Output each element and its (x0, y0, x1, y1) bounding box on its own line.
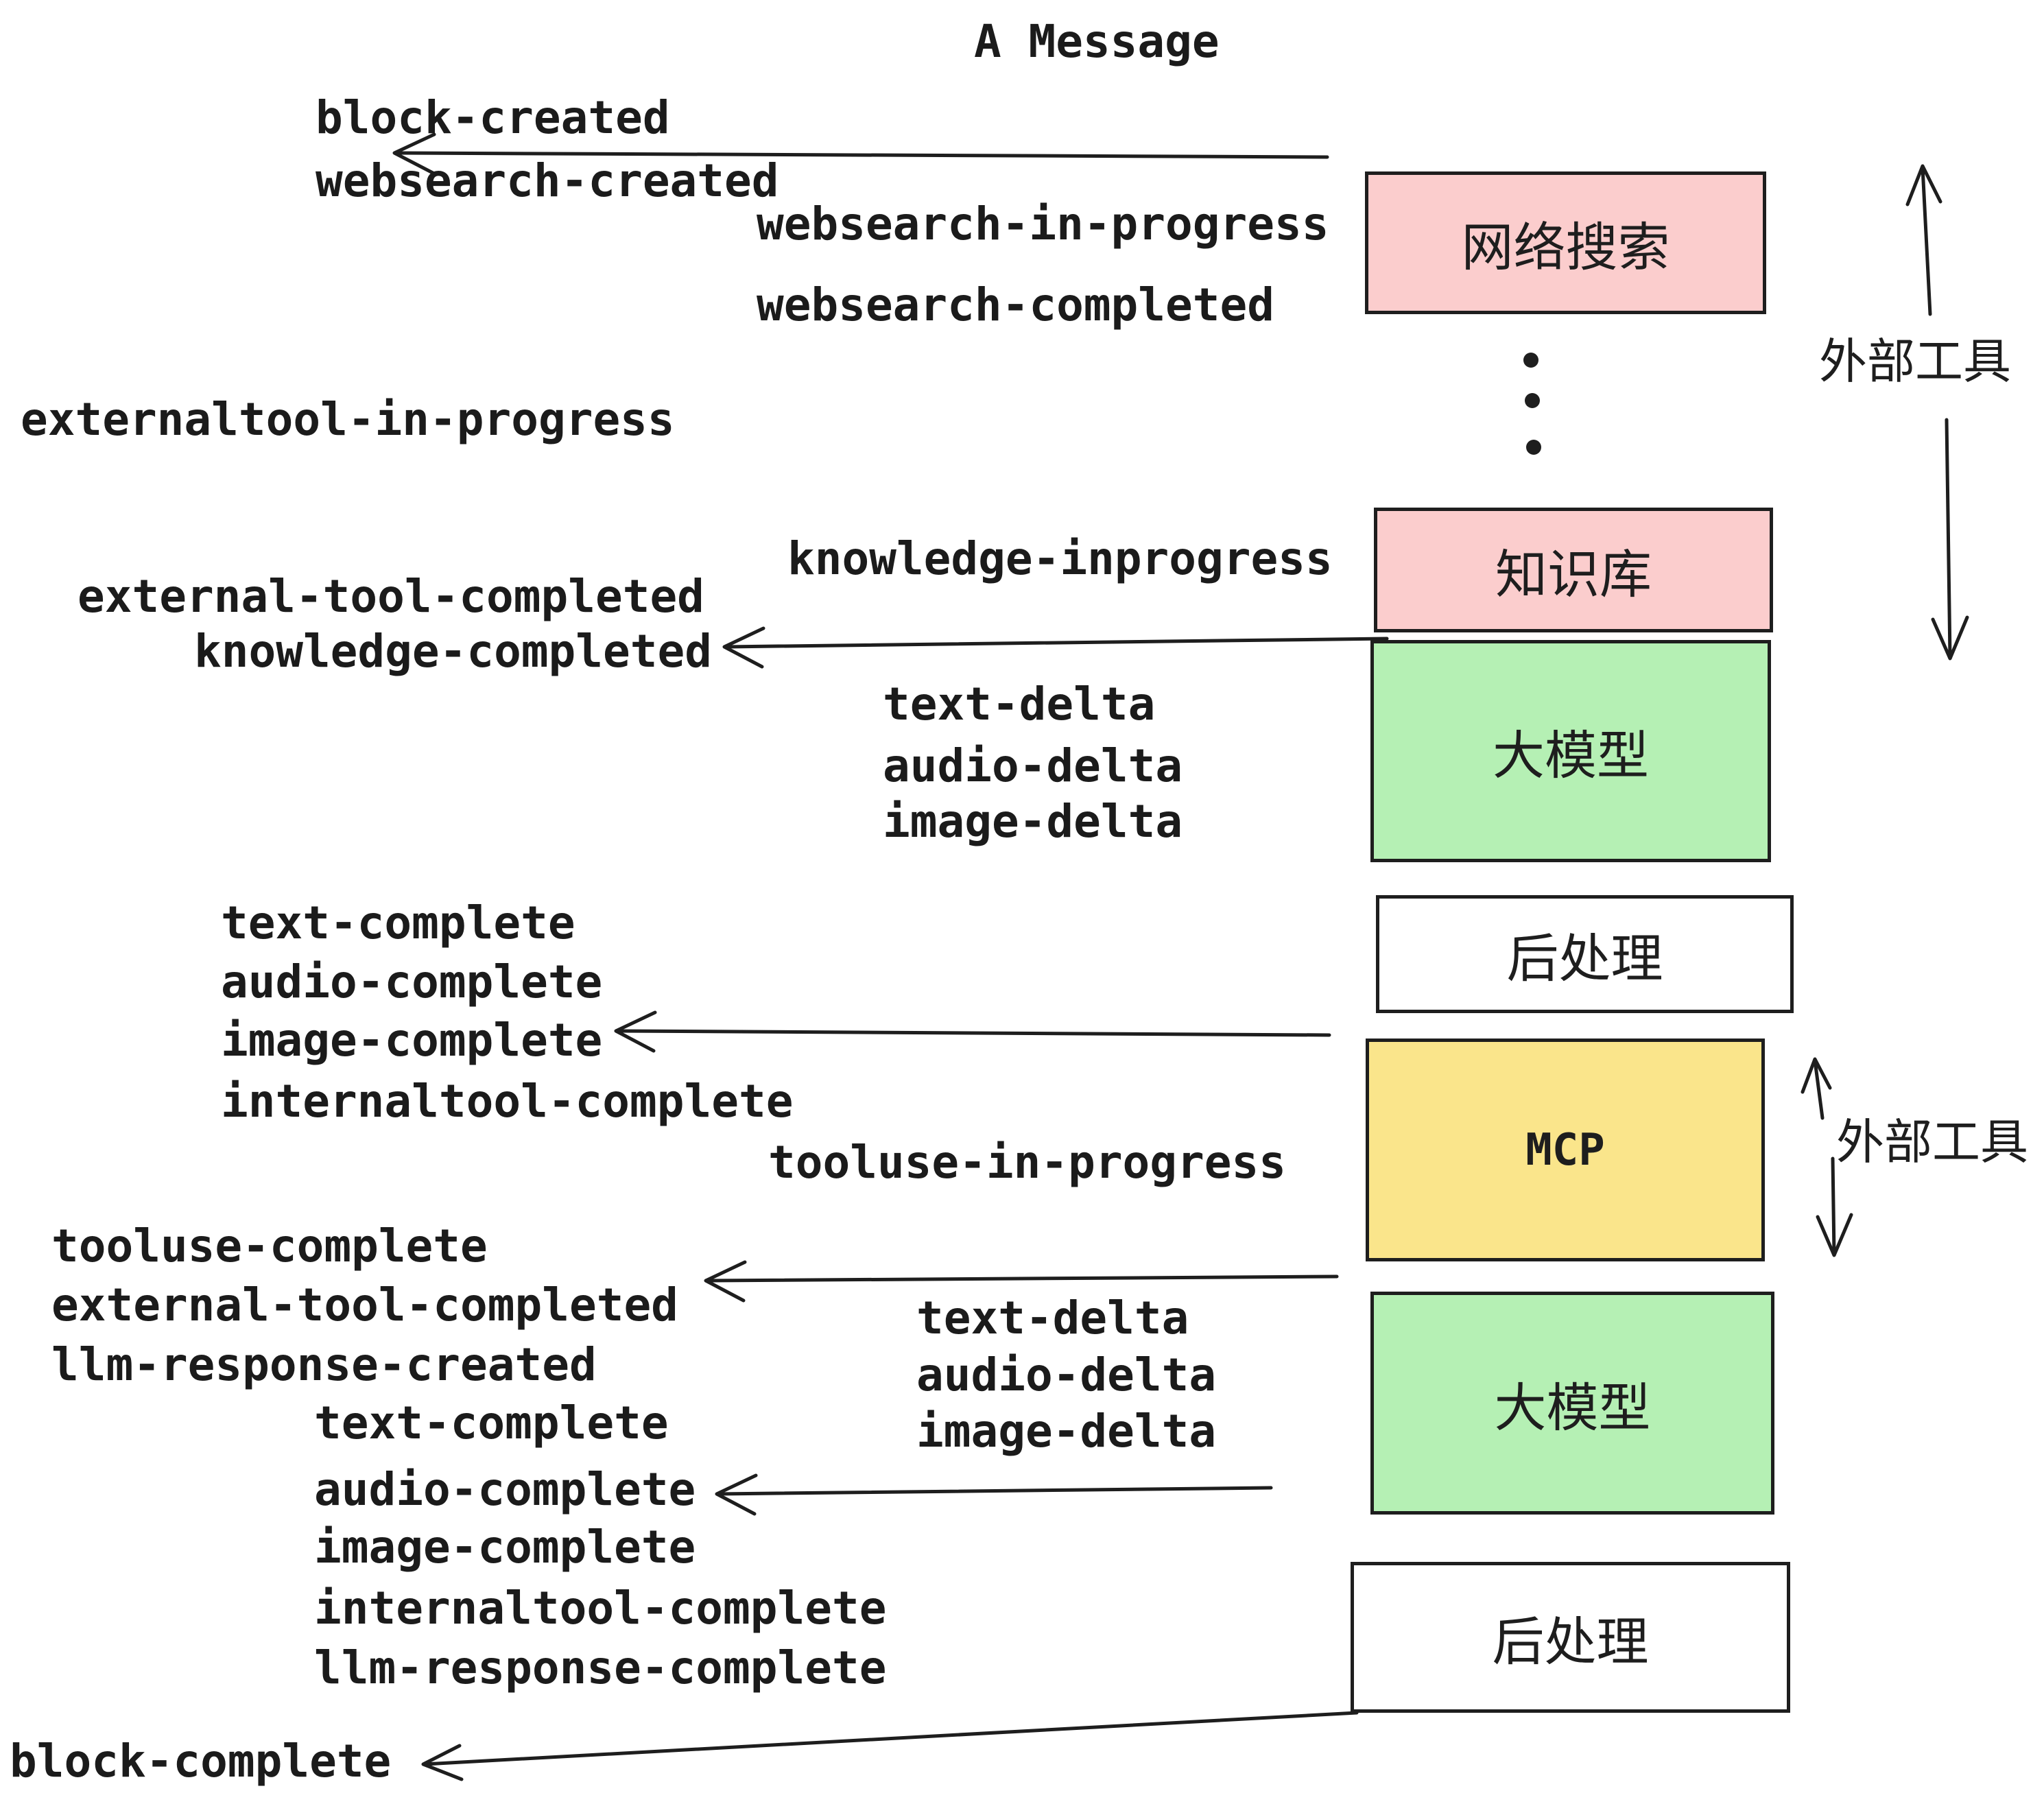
box-llm-2: 大模型 (1370, 1292, 1774, 1515)
event-knowledge-completed: knowledge-completed (194, 625, 712, 678)
arrow-knowledge-completed (722, 626, 1389, 669)
event-external-tool-completed-2: external-tool-completed (51, 1279, 678, 1331)
box-postprocess-1-label: 后处理 (1506, 928, 1663, 989)
box-websearch: 网络搜索 (1365, 171, 1766, 314)
event-text-delta-2: text-delta (916, 1292, 1189, 1344)
box-postprocess-2-label: 后处理 (1492, 1611, 1649, 1672)
event-llm-response-complete: llm-response-complete (314, 1641, 887, 1694)
external-tools-arrow-up-1 (1905, 164, 1942, 316)
arrow-llm-complete (715, 1473, 1273, 1516)
event-knowledge-inprogress: knowledge-inprogress (787, 532, 1333, 585)
event-websearch-completed: websearch-completed (757, 278, 1274, 331)
box-mcp-label: MCP (1525, 1124, 1605, 1176)
box-knowledge: 知识库 (1374, 508, 1773, 632)
external-tools-label-1: 外部工具 (1819, 333, 2011, 390)
ellipsis-dots (1523, 353, 1541, 455)
event-tooluse-in-progress: tooluse-in-progress (768, 1136, 1286, 1189)
event-text-delta-1: text-delta (883, 678, 1156, 731)
event-websearch-in-progress: websearch-in-progress (757, 198, 1329, 250)
arrow-internal-complete (614, 1010, 1331, 1053)
event-image-delta-2: image-delta (916, 1405, 1217, 1458)
event-audio-delta-1: audio-delta (883, 739, 1183, 792)
event-image-complete-1: image-complete (221, 1014, 603, 1067)
event-internaltool-complete-2: internaltool-complete (314, 1582, 887, 1635)
event-tooluse-complete: tooluse-complete (51, 1220, 488, 1272)
event-audio-delta-2: audio-delta (916, 1349, 1217, 1401)
event-external-tool-completed-1: external-tool-completed (78, 570, 704, 623)
box-llm-1: 大模型 (1370, 640, 1771, 862)
diagram-title: A Message (974, 15, 1220, 68)
box-postprocess-1: 后处理 (1376, 895, 1794, 1013)
external-tools-label-2: 外部工具 (1836, 1114, 2028, 1170)
arrow-block-complete (421, 1711, 1359, 1781)
event-websearch-created: websearch-created (316, 154, 779, 207)
event-text-complete-1: text-complete (221, 897, 575, 949)
box-mcp: MCP (1366, 1039, 1765, 1261)
box-llm-1-label: 大模型 (1493, 725, 1649, 786)
event-externaltool-in-progress: externaltool-in-progress (21, 393, 675, 446)
event-block-created: block-created (316, 91, 670, 144)
event-image-delta-1: image-delta (883, 795, 1183, 848)
external-tools-arrow-down-2 (1816, 1156, 1853, 1257)
event-llm-response-created: llm-response-created (51, 1338, 597, 1391)
event-audio-complete-1: audio-complete (221, 956, 603, 1008)
event-internaltool-complete-1: internaltool-complete (221, 1075, 794, 1128)
external-tools-arrow-up-2 (1801, 1057, 1832, 1120)
box-postprocess-2: 后处理 (1351, 1562, 1790, 1713)
event-audio-complete-2: audio-complete (314, 1463, 696, 1516)
box-knowledge-label: 知识库 (1495, 544, 1652, 605)
external-tools-arrow-down-1 (1931, 418, 1969, 661)
event-image-complete-2: image-complete (314, 1521, 696, 1574)
box-websearch-label: 网络搜索 (1461, 217, 1670, 278)
event-block-complete: block-complete (10, 1735, 392, 1788)
box-llm-2-label: 大模型 (1494, 1377, 1651, 1438)
event-text-complete-2: text-complete (314, 1397, 669, 1449)
